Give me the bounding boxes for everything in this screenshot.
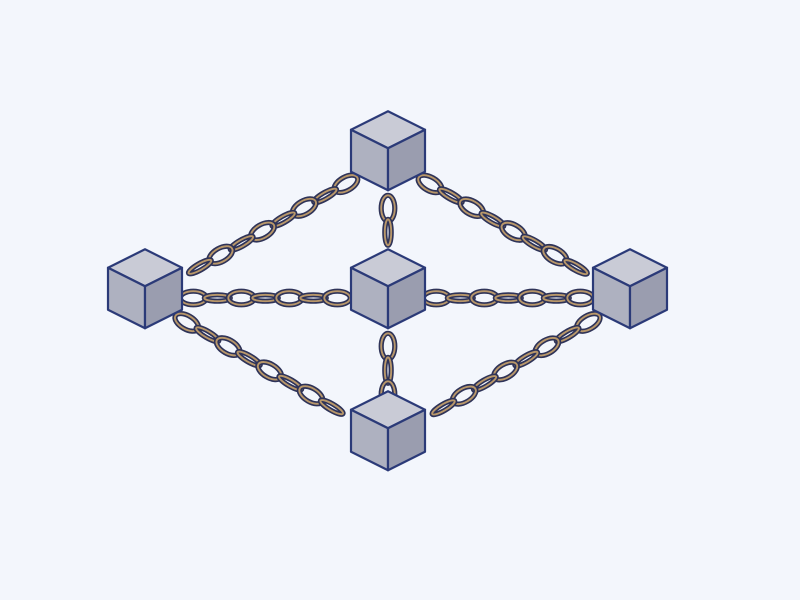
chain-left-bottom bbox=[172, 310, 346, 417]
chain-link-icon bbox=[185, 257, 214, 277]
cube-right-face bbox=[628, 266, 669, 330]
chain-left-center bbox=[177, 288, 353, 308]
cube-block-icon bbox=[591, 248, 669, 330]
chain-link-icon bbox=[561, 257, 590, 277]
cube-right-face bbox=[386, 408, 427, 472]
cube-blocks-layer bbox=[106, 110, 669, 472]
cube-block-icon bbox=[106, 248, 184, 330]
chain-top-center bbox=[378, 192, 398, 248]
cube-right-face bbox=[386, 266, 427, 330]
cube-right-face bbox=[143, 266, 184, 330]
chain-link-icon bbox=[317, 397, 346, 417]
chain-right-bottom bbox=[429, 311, 603, 418]
chain-top-right bbox=[415, 172, 590, 277]
chain-links-layer bbox=[172, 172, 603, 418]
chain-top-left bbox=[185, 172, 361, 277]
cube-block-icon bbox=[349, 110, 427, 192]
cube-right-face bbox=[386, 128, 427, 192]
chain-link-icon bbox=[382, 216, 394, 248]
cube-block-icon bbox=[349, 248, 427, 330]
cube-block-icon bbox=[349, 390, 427, 472]
